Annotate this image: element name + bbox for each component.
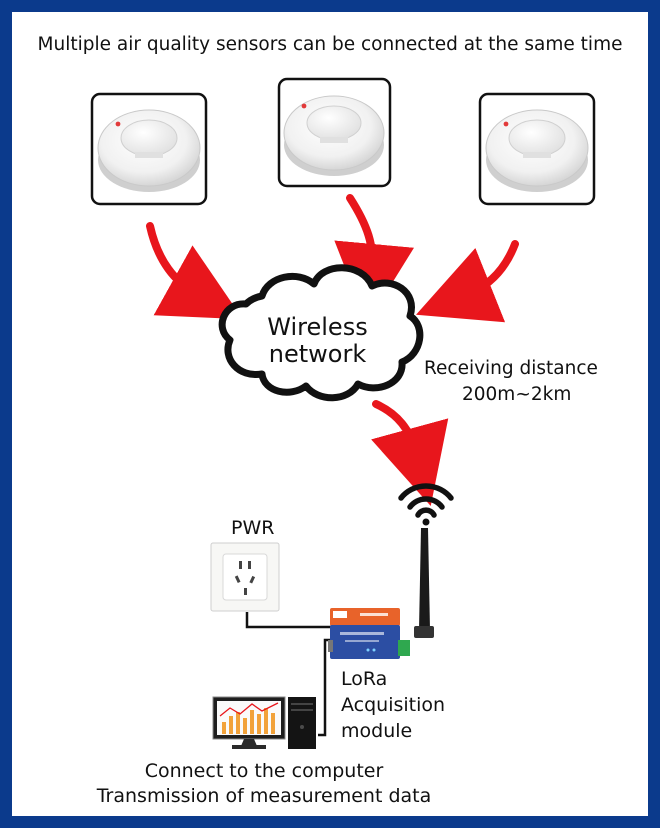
- arrow-cloud-to-module: [371, 400, 449, 507]
- lora-module-device: [328, 608, 410, 659]
- computer-label-line1: Connect to the computer: [144, 760, 384, 782]
- smoke-detector-icon: [97, 109, 201, 192]
- smoke-detector-icon: [485, 109, 589, 192]
- cloud-icon: [218, 264, 424, 402]
- cloud-label-line2: network: [268, 340, 367, 368]
- computer-label-line2: Transmission of measurement data: [96, 785, 432, 807]
- smoke-detector-icon: [283, 95, 385, 176]
- cloud-label: Wireless network: [230, 314, 405, 368]
- arrow-sensor1-to-cloud: [146, 222, 243, 320]
- computer-icon: [212, 696, 316, 749]
- distance-label-line2: 200m~2km: [462, 384, 572, 405]
- arrow-sensor2-to-cloud: [334, 194, 415, 324]
- headline: Multiple air quality sensors can be conn…: [37, 34, 623, 55]
- arrow-sensor3-to-cloud: [416, 240, 519, 323]
- smoke-detector-2: [277, 77, 392, 188]
- module-label-line3: module: [341, 720, 413, 742]
- smoke-detector-3: [478, 92, 596, 206]
- cloud-label-line1: Wireless: [267, 313, 368, 341]
- antenna-icon: [414, 528, 434, 638]
- module-label-line1: LoRa: [341, 668, 388, 690]
- module-label-line2: Acquisition: [341, 694, 446, 716]
- power-socket-icon: [210, 542, 280, 612]
- power-label: PWR: [231, 517, 275, 539]
- smoke-detector-1: [90, 92, 208, 206]
- distance-label-line1: Receiving distance: [424, 358, 598, 379]
- wifi-signal-icon: [398, 483, 454, 526]
- red-arrows: [146, 194, 519, 507]
